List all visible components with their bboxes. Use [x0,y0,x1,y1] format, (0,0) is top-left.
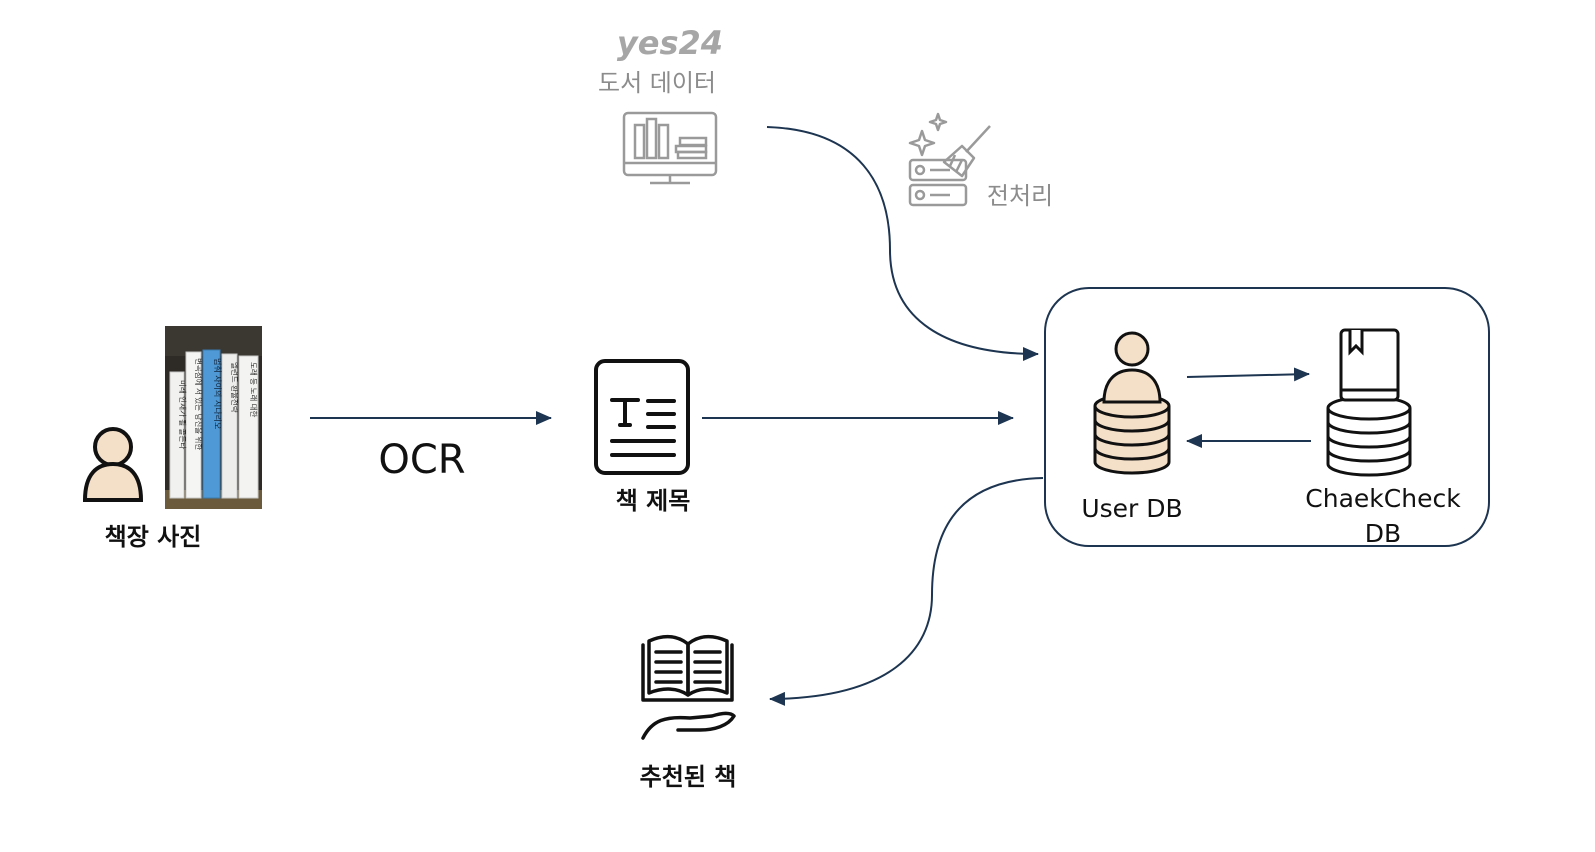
yes24-to-db-arrow [766,126,1039,361]
spine-text: 변곡점에 서 있는 당신을 위한 [194,358,204,450]
open-book-hand-icon [641,635,736,740]
recommended-book-output: 추천된 책 [640,635,737,791]
shelf-photo-label: 책장 사진 [105,523,202,551]
spine-text: 엘런드 환율전략 [230,362,240,413]
book-spine [185,351,202,499]
shelf-photo-input: 미래 인재가 될 골든타 변곡점에 서 있는 당신을 위한 멈춰 사이의 시나리… [82,326,262,551]
user-db-label: User DB [1081,494,1182,523]
ocr-label: OCR [378,437,465,483]
yes24-logo: yes24 [617,24,723,62]
recommended-book-label: 추천된 책 [640,763,737,791]
monitor-books-icon [622,111,718,185]
yes24-source: yes24 도서 데이터 [598,24,723,185]
chaekcheck-db: ChaekCheck DB [1305,328,1461,548]
book-spine [169,371,185,499]
preprocess-label: 전처리 [987,182,1053,210]
db-to-recommendation-arrow [769,477,1044,706]
book-title-label: 책 제목 [616,487,691,515]
bookshelf-photo: 미래 인재가 될 골든타 변곡점에 서 있는 당신을 위한 멈춰 사이의 시나리… [165,326,262,509]
yes24-data-label: 도서 데이터 [598,69,716,97]
spine-text: 미래 인재가 될 골든타 [178,380,188,449]
book-database-icon [1326,328,1412,477]
text-document-icon [594,359,690,475]
user-database-icon [1093,331,1171,475]
spine-text: 도래 등 노래 대한 [249,362,258,418]
spine-text: 멈춰 사이의 시나리오 [213,358,223,429]
person-icon [82,427,144,502]
book-spine [202,349,221,499]
user-to-chaekcheck-arrow [1186,367,1310,382]
book-spine [221,353,238,499]
sparkle-broom-server-icon [908,112,991,207]
book-title-node: 책 제목 [594,359,691,515]
ocr-step: OCR [310,411,552,483]
chaekcheck-db-label-line2: DB [1365,519,1401,548]
chaekcheck-db-label-line1: ChaekCheck [1305,484,1461,513]
database-group: User DB ChaekC [1044,287,1490,548]
user-db: User DB [1081,331,1183,523]
book-spine [238,355,259,499]
preprocess-step: 전처리 [908,112,1053,210]
